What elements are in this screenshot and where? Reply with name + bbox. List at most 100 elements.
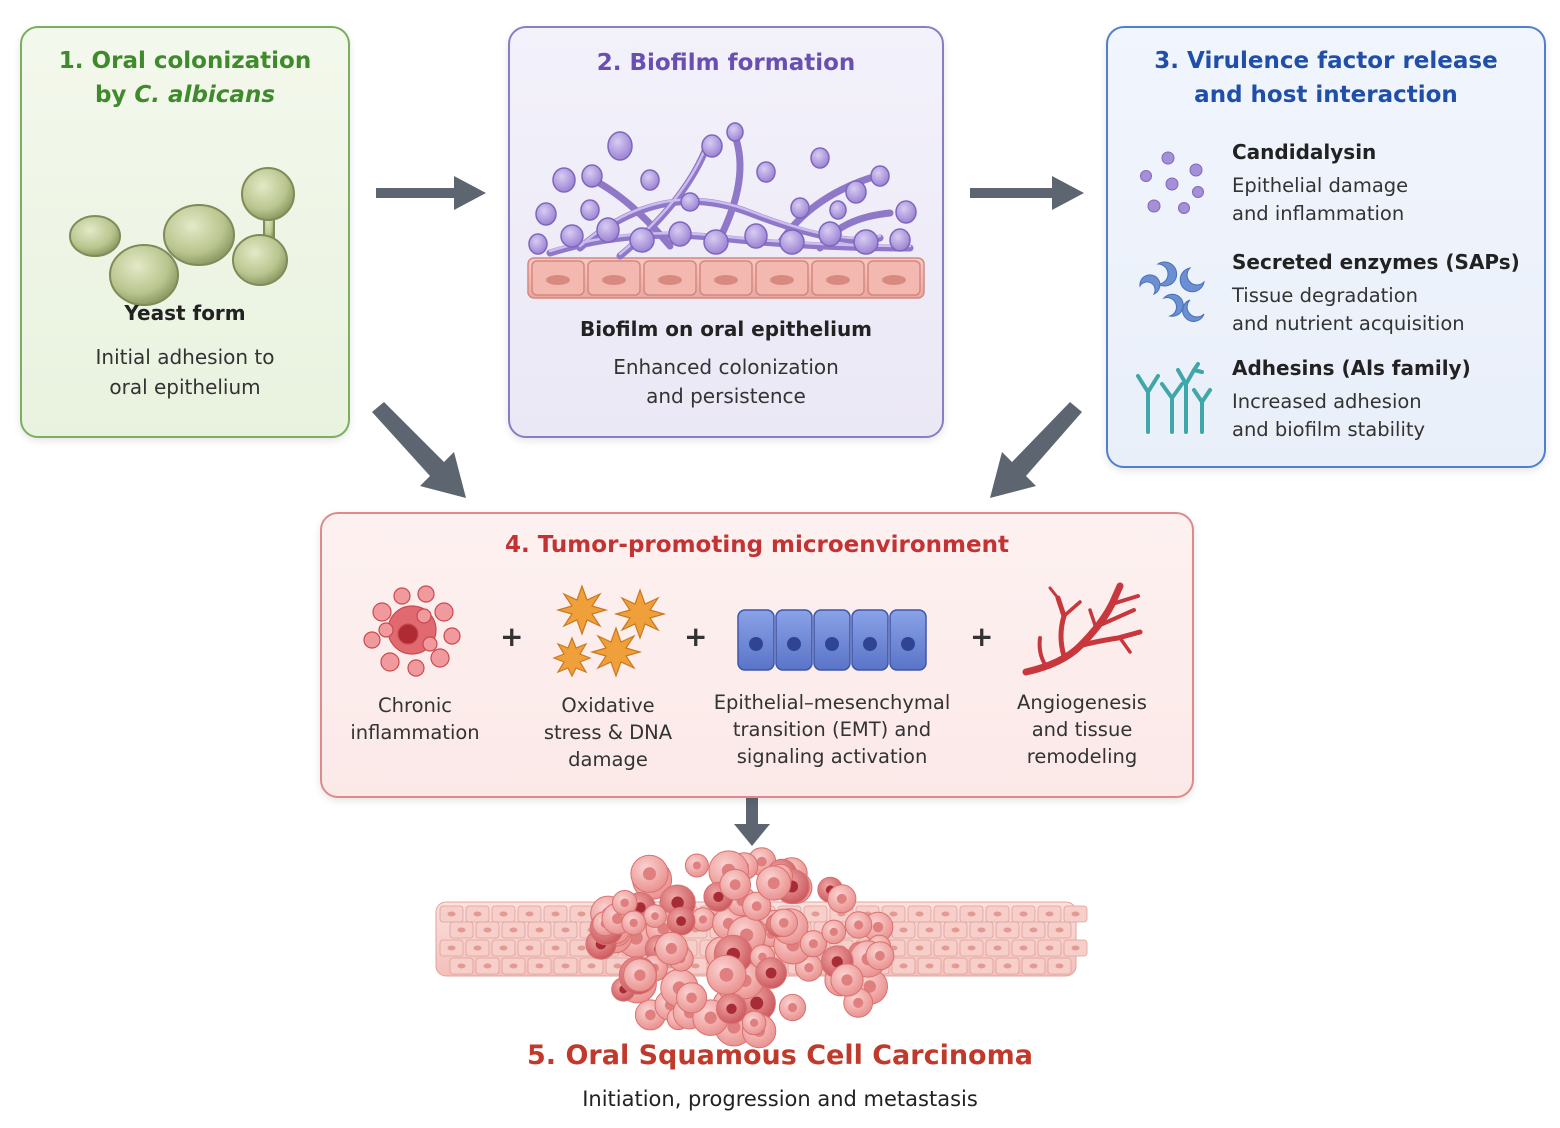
epithelial-nucleus (967, 911, 976, 917)
epithelial-nucleus (613, 963, 622, 969)
tumor-nucleus (841, 974, 853, 986)
epithelial-nucleus (967, 945, 976, 951)
inflammation-icon (363, 585, 461, 677)
tumor-nucleus (634, 969, 646, 981)
epithelial-nucleus (483, 963, 492, 969)
tumor-nucleus (804, 963, 814, 973)
stage4-panel: 4. Tumor-promoting microenvironment + + (320, 512, 1194, 798)
stage4-title: 4. Tumor-promoting microenvironment (505, 532, 1009, 558)
tumor-nucleus (704, 1011, 717, 1024)
epithelial-nucleus (889, 911, 898, 917)
emt-label: Epithelial–mesenchymal transition (EMT) … (702, 689, 962, 770)
plus-sign-3: + (970, 620, 994, 653)
epithelial-nucleus (811, 911, 820, 917)
candidalysin-icon (1140, 151, 1204, 214)
stage5-title: 5. Oral Squamous Cell Carcinoma (527, 1040, 1033, 1071)
tumor-nucleus (620, 898, 629, 908)
saps-title: Secreted enzymes (SAPs) (1232, 250, 1520, 274)
label-line: transition (EMT) and (732, 718, 932, 741)
label-line: and tissue (1031, 718, 1133, 741)
epithelial-nucleus (587, 963, 596, 969)
tumor-nucleus (645, 1009, 656, 1021)
tumor-nucleus (692, 861, 701, 870)
epithelial-nucleus (457, 927, 466, 933)
epithelial-nucleus (1003, 927, 1012, 933)
epithelial-nucleus (899, 927, 908, 933)
candidalysin-title: Candidalysin (1232, 140, 1377, 164)
stage1-title-species: C. albicans (134, 82, 276, 108)
label-line: Epithelial–mesenchymal (713, 691, 951, 714)
biofilm-label: Biofilm on oral epithelium (579, 317, 873, 341)
epithelial-nucleus (1045, 911, 1054, 917)
tumor-nucleus (729, 879, 741, 891)
candidalysin-desc-line1: Epithelial damage (1232, 174, 1409, 197)
label-line: Chronic (378, 694, 452, 717)
saps-desc-line2: and nutrient acquisition (1232, 312, 1465, 335)
stage3-title: 3. Virulence factor release and host int… (1108, 44, 1544, 112)
label-line: remodeling (1026, 745, 1138, 768)
tumor-nucleus (665, 942, 677, 955)
stage1-desc-line1: Initial adhesion to (95, 345, 275, 369)
label-line: Oxidative (561, 694, 655, 717)
epithelial-nucleus (1055, 963, 1064, 969)
epithelial-nucleus (447, 945, 456, 951)
label-line: damage (568, 748, 648, 771)
epithelial-nucleus (473, 945, 482, 951)
angiogenesis-icon (1022, 582, 1143, 676)
epithelial-nucleus (1029, 963, 1038, 969)
label-line: Angiogenesis (1017, 691, 1147, 714)
epithelial-nucleus (561, 927, 570, 933)
epithelial-nucleus (915, 911, 924, 917)
epithelial-nucleus (1055, 927, 1064, 933)
epithelial-nucleus (473, 911, 482, 917)
epithelial-nucleus (499, 945, 508, 951)
stage3-panel: 3. Virulence factor release and host int… (1106, 26, 1546, 468)
epithelial-nucleus (1029, 927, 1038, 933)
tumor-nucleus (676, 916, 686, 926)
tumor-nucleus (767, 877, 780, 890)
adhesins-desc-line1: Increased adhesion (1232, 390, 1422, 413)
angiogenesis-label: Angiogenesis and tissue remodeling (994, 689, 1170, 770)
candidalysin-desc-line2: and inflammation (1232, 202, 1405, 225)
stage1-desc-line2: oral epithelium (109, 375, 261, 399)
epithelial-nucleus (993, 911, 1002, 917)
epithelial-nucleus (509, 927, 518, 933)
arrow-stage3-to-stage4 (990, 402, 1082, 498)
tumor-nucleus (750, 996, 764, 1010)
yeast-form-label: Yeast form (124, 301, 246, 325)
stage1-title: 1. Oral colonization by C. albicans (22, 44, 348, 112)
epithelial-nucleus (1003, 963, 1012, 969)
tumor-nucleus (750, 1018, 759, 1027)
epithelial-nucleus (535, 963, 544, 969)
tumor-nucleus (719, 967, 734, 982)
stage2-panel: 2. Biofilm formation (508, 26, 944, 438)
adhesins-desc-line2: and biofilm stability (1232, 418, 1426, 441)
tumor-nucleus (829, 927, 838, 936)
tumor-nucleus (686, 992, 697, 1004)
epithelial-nucleus (951, 927, 960, 933)
epithelial-nucleus (525, 911, 534, 917)
tumor-nucleus (671, 896, 684, 909)
epithelial-nucleus (977, 927, 986, 933)
tumor-nucleus (713, 891, 724, 902)
stage1-title-line1: 1. Oral colonization (58, 48, 312, 74)
arrow-stage1-to-stage4 (372, 402, 466, 498)
epithelial-nucleus (899, 963, 908, 969)
epithelial-nucleus (509, 963, 518, 969)
epithelial-nucleus (457, 963, 466, 969)
epithelial-nucleus (915, 945, 924, 951)
plus-sign-1: + (500, 620, 524, 653)
tumor-nucleus (726, 1003, 737, 1014)
epithelial-nucleus (993, 945, 1002, 951)
tumor-nucleus (863, 980, 876, 993)
stage1-title-prefix: by (94, 82, 135, 108)
epithelial-nucleus (1071, 945, 1080, 951)
enzyme-icon (1139, 261, 1205, 322)
epithelial-nucleus (977, 963, 986, 969)
tumor-nucleus (643, 867, 656, 881)
tumor-nucleus (635, 902, 646, 913)
arrow-stage2-to-stage3 (970, 176, 1084, 210)
tumor-nucleus (651, 912, 659, 920)
stage3-title-line1: 3. Virulence factor release (1154, 48, 1498, 74)
epithelial-nucleus (1071, 911, 1080, 917)
